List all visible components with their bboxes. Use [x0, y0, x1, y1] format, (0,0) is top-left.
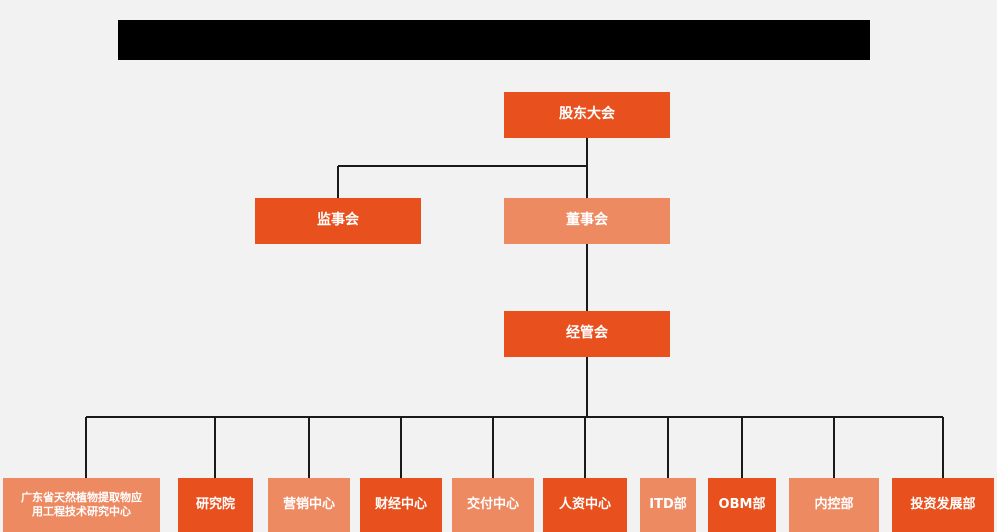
- redacted-title-bar: [118, 20, 870, 60]
- node-obm-department[interactable]: OBM部: [708, 478, 776, 532]
- node-label: ITD部: [649, 496, 687, 512]
- node-label: 投资发展部: [910, 496, 976, 512]
- node-label: 营销中心: [282, 496, 335, 512]
- node-research-institute[interactable]: 研究院: [178, 478, 253, 532]
- node-finance-center[interactable]: 财经中心: [360, 478, 442, 532]
- node-label: 交付中心: [466, 496, 519, 512]
- node-shareholders-meeting[interactable]: 股东大会: [504, 92, 670, 138]
- node-marketing-center[interactable]: 营销中心: [268, 478, 350, 532]
- node-label: 广东省天然植物提取物应用工程技术研究中心: [21, 491, 142, 519]
- node-label: OBM部: [718, 496, 766, 512]
- node-delivery-center[interactable]: 交付中心: [452, 478, 534, 532]
- node-board-of-supervisors[interactable]: 监事会: [255, 198, 421, 244]
- node-itd-department[interactable]: ITD部: [640, 478, 696, 532]
- node-label: 研究院: [195, 496, 235, 512]
- node-internal-control-department[interactable]: 内控部: [789, 478, 879, 532]
- node-management-committee[interactable]: 经管会: [504, 311, 670, 357]
- node-investment-development-department[interactable]: 投资发展部: [892, 478, 994, 532]
- node-label: 财经中心: [374, 496, 427, 512]
- node-label: 内控部: [814, 496, 854, 512]
- node-label-line-2: 用工程技术研究中心: [32, 505, 131, 518]
- node-guangdong-research-center[interactable]: 广东省天然植物提取物应用工程技术研究中心: [3, 478, 160, 532]
- node-hr-center[interactable]: 人资中心: [543, 478, 627, 532]
- node-label-line-1: 广东省天然植物提取物应: [21, 491, 142, 505]
- node-label: 人资中心: [558, 496, 611, 512]
- node-board-of-directors[interactable]: 董事会: [504, 198, 670, 244]
